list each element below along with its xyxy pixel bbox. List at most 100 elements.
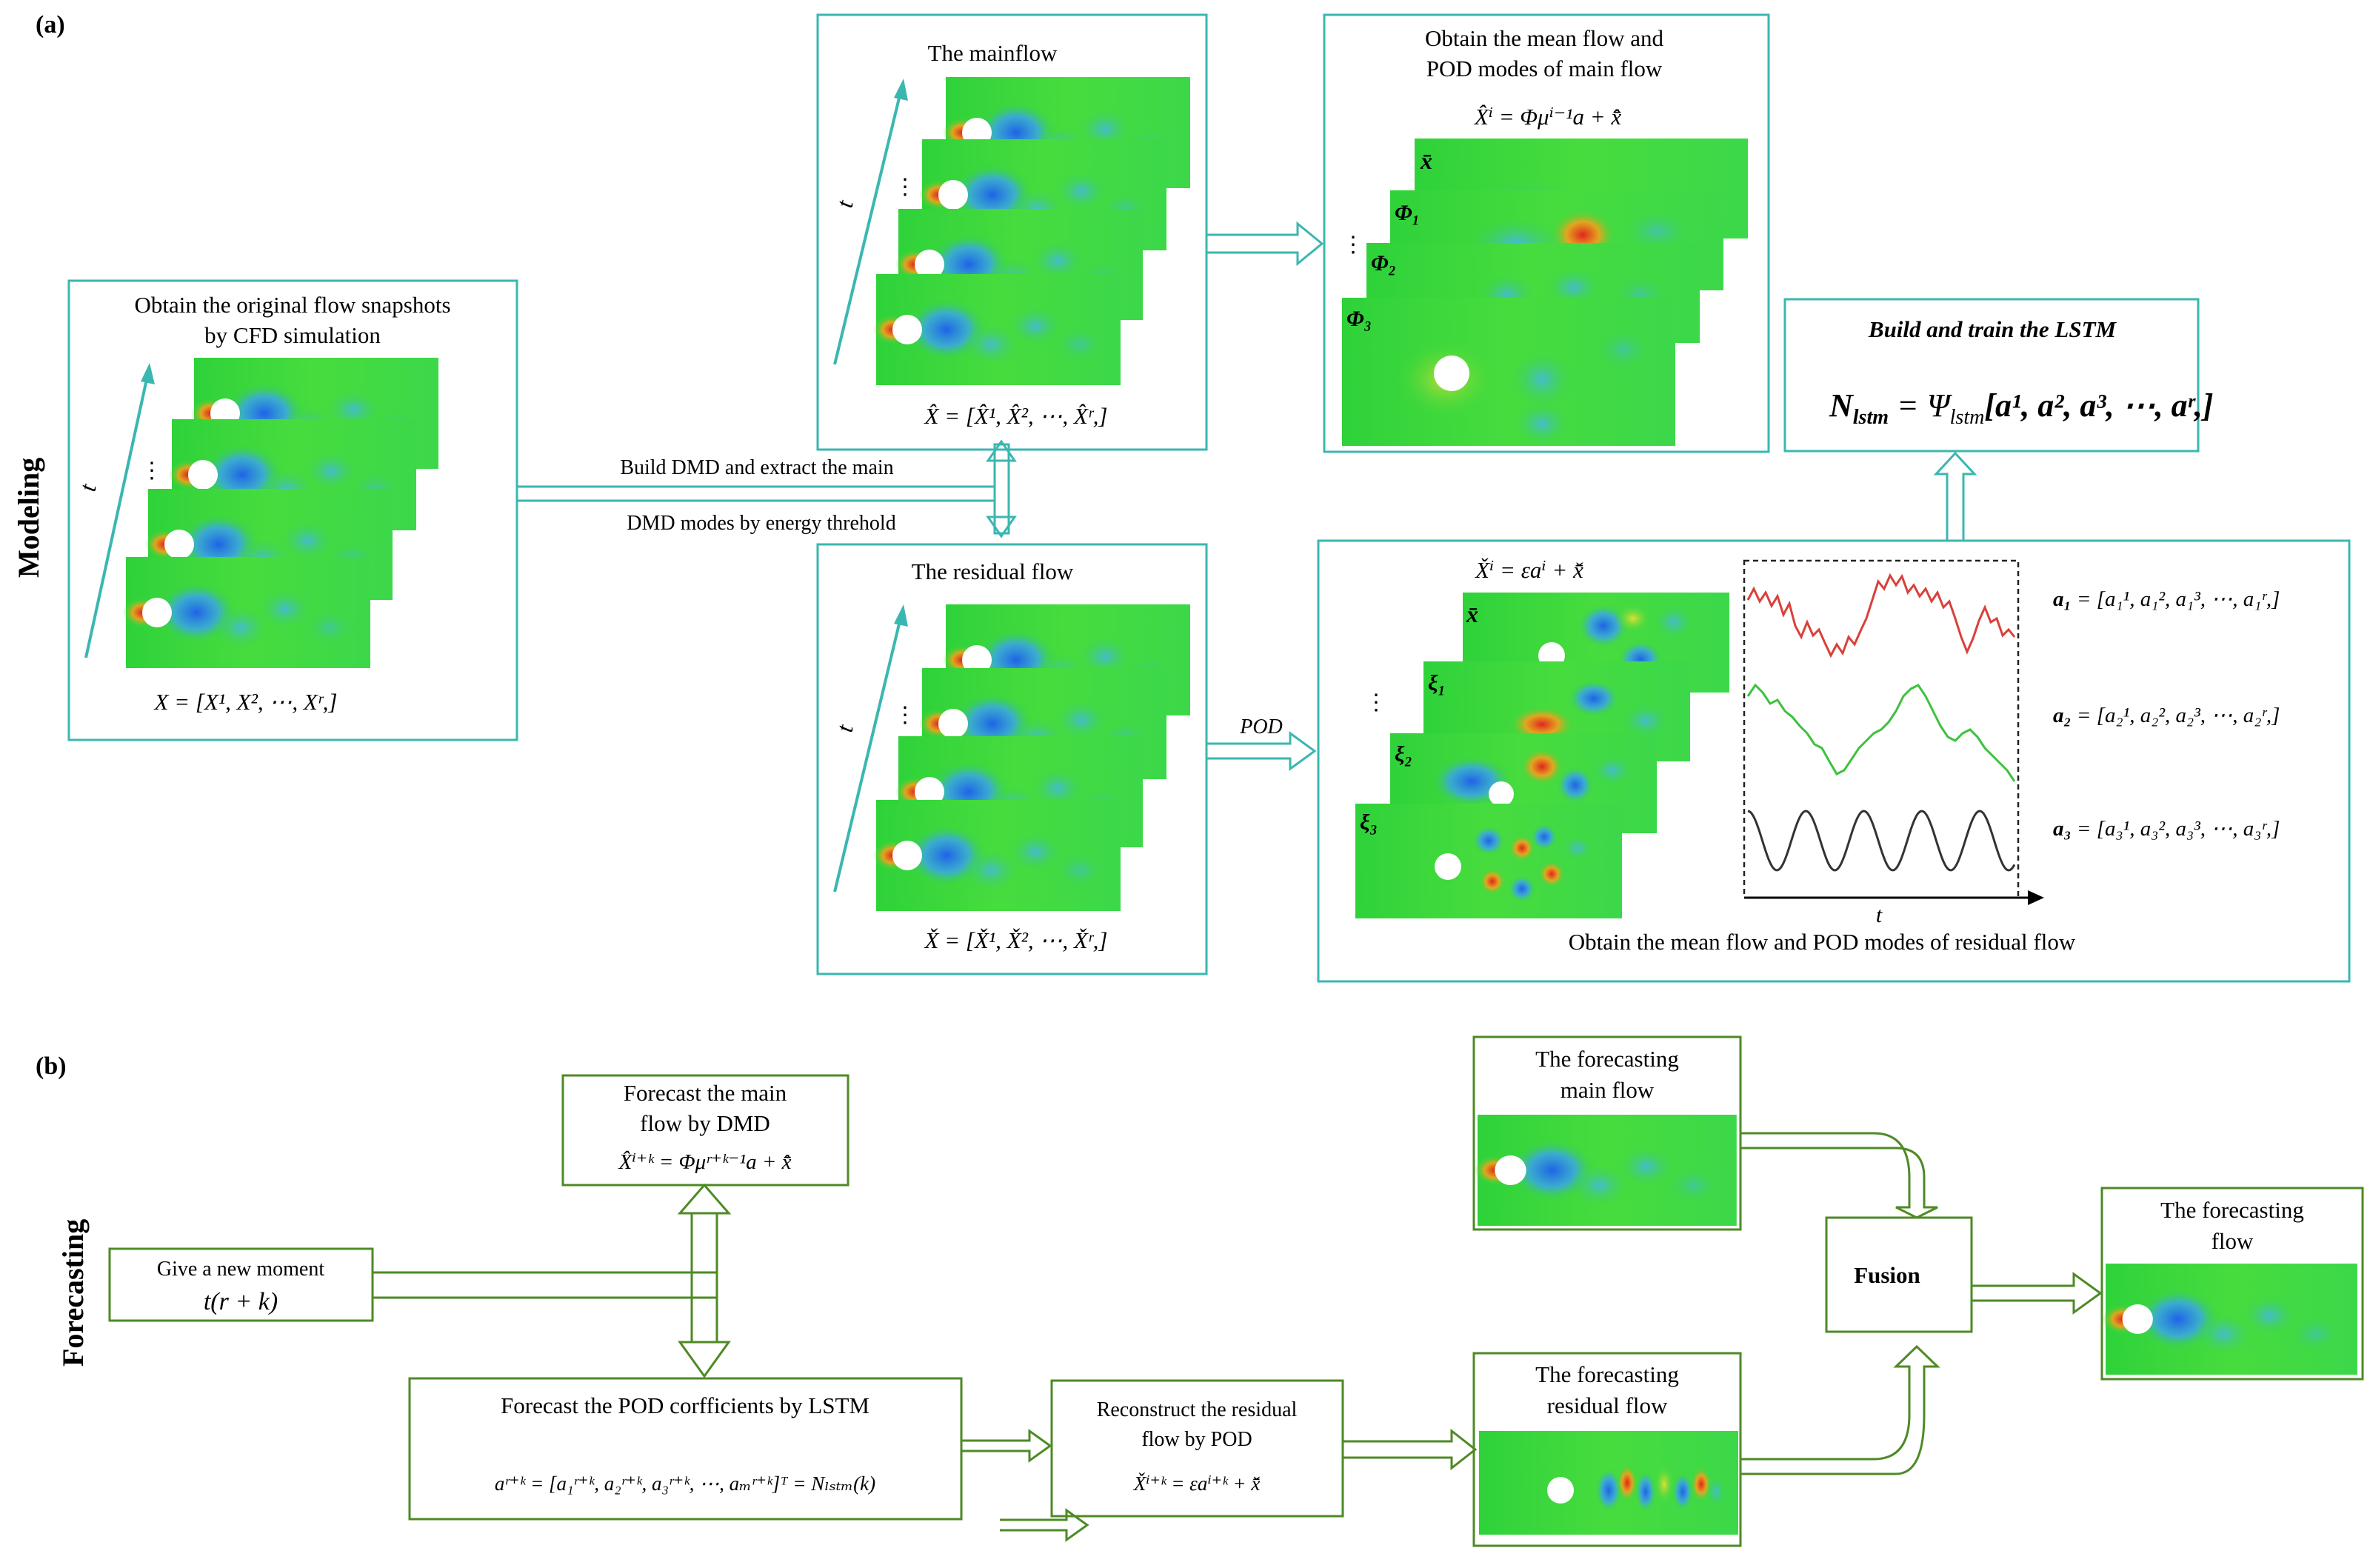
coeff-curve-a3 [1747, 810, 2016, 872]
coeff-time-arrowhead [2028, 890, 2044, 905]
residual-time-axis [833, 614, 903, 893]
residual-pod-dots: ⋮ [1365, 690, 1387, 715]
original-dots: ⋮ [141, 458, 163, 483]
main-mode-label-phi1: Φ₁ [1395, 201, 1420, 225]
residual-pod-box [1317, 539, 2351, 983]
new-moment-line1: Give a new moment [157, 1258, 324, 1281]
forecast-flow-line2: flow [2212, 1228, 2254, 1254]
pod-to-reconstruct-arrow1 [961, 1429, 1052, 1463]
forecasting-side-label: Forecasting [56, 1219, 90, 1367]
coeff-curve-a1 [1746, 573, 2016, 658]
dmd-label-line1: Build DMD and extract the main [620, 456, 893, 479]
mainflow-time-axis [833, 88, 903, 365]
original-snapshot-stack [123, 358, 438, 668]
panel-b-label: (b) [36, 1052, 67, 1080]
main-pod-box [1323, 13, 1770, 453]
forecast-residual-flow-line1: The forecasting [1535, 1361, 1679, 1387]
main-mode-label-mean: x̄ [1420, 147, 1432, 174]
fusion-label: Fusion [1854, 1262, 1920, 1288]
reconstruct-formula: X̌ⁱ⁺ᵏ = εaⁱ⁺ᵏ + x̌̄ [1133, 1472, 1261, 1495]
new-moment-connector [373, 1271, 718, 1299]
residual-mode-label-xi3: ξ₃ [1360, 810, 1378, 835]
reconstruct-to-residual-arrow [1343, 1428, 1478, 1471]
forecast-residual-flow-box [1472, 1352, 1742, 1547]
mainflow-time-arrowhead [894, 79, 908, 101]
mainflow-box [816, 13, 1208, 451]
mainflow-formula: X̂ = [X̂¹, X̂², ⋯, X̂ʳ,] [923, 403, 1107, 429]
coeff-formula-a1: a₁ = [a₁¹, a₁², a₁³, ⋯, a₁ʳ,] [2053, 587, 2280, 611]
coeff-t-label: t [1876, 903, 1883, 927]
new-moment-line2: t(r + k) [204, 1288, 278, 1315]
forecast-pod-box [408, 1377, 963, 1521]
modeling-side-label: Modeling [12, 458, 45, 578]
forecast-main-line1: Forecast the main [624, 1080, 787, 1106]
residual-time-arrowhead [894, 604, 908, 627]
mainflow-snapshot-stack [873, 77, 1190, 385]
dmd-arrow-up [986, 439, 1017, 462]
vertical-double-shaft [690, 1213, 718, 1344]
original-title-line2: by CFD simulation [204, 322, 381, 348]
lstm-title: Build and train the LSTM [1868, 316, 2117, 342]
residual-dots: ⋮ [894, 703, 916, 727]
mainflow-t-label: t [831, 197, 858, 210]
fusion-box [1825, 1216, 1973, 1333]
original-t-label: t [74, 481, 101, 493]
mainflow-dots: ⋮ [894, 175, 916, 199]
forecast-residual-flow-line2: residual flow [1547, 1392, 1668, 1418]
arrow-to-forecast-pod [678, 1341, 731, 1378]
mainflow-to-pod-arrow [1206, 221, 1324, 267]
forecast-pod-title: Forecast the POD corfficients by LSTM [501, 1392, 869, 1418]
lstm-box [1783, 298, 2200, 453]
dmd-arrow-down [986, 516, 1017, 538]
fusion-to-flow-arrow [1972, 1272, 2103, 1315]
residual-mode-label-xi1: ξ₁ [1428, 671, 1446, 695]
original-formula: X = [X¹, X², ⋯, Xʳ,] [153, 689, 337, 715]
original-time-axis [84, 372, 150, 658]
pod-to-lstm-arrow [1933, 451, 1977, 541]
coeff-curve-a2 [1746, 683, 2016, 782]
reconstruct-line1: Reconstruct the residual [1097, 1398, 1298, 1421]
original-time-arrowhead [141, 363, 155, 384]
forecast-flow-field [2102, 1264, 2357, 1375]
lstm-formula: Nlstm = Ψlstm[a¹, a², a³, ⋯, aʳ,] [1829, 387, 2213, 429]
original-snapshots-box [67, 279, 518, 741]
residual-snapshot-stack [873, 604, 1190, 911]
forecast-main-box [561, 1074, 849, 1187]
residual-title: The residual flow [912, 558, 1074, 584]
main-pod-title-line2: POD modes of main flow [1426, 56, 1663, 81]
main-pod-formula: X̂ⁱ = Φμⁱ⁻¹a + x̂̄ [1473, 104, 1622, 130]
residual-mode-label-xi2: ξ₂ [1395, 742, 1412, 767]
mainflow-title: The mainflow [928, 40, 1058, 66]
residual-formula: X̌ = [X̌¹, X̌², ⋯, X̌ʳ,] [923, 927, 1107, 953]
coeff-formula-a2: a₂ = [a₂¹, a₂², a₂³, ⋯, a₂ʳ,] [2053, 704, 2280, 727]
residual-pod-formula: X̌ⁱ = εaⁱ + x̌̄ [1474, 557, 1583, 583]
residual-t-label: t [831, 721, 858, 734]
residual-to-pod-arrow [1206, 731, 1317, 771]
main-to-fusion-arrow [1740, 1132, 1938, 1219]
main-pod-title-line1: Obtain the mean flow and [1425, 25, 1663, 51]
original-title-line1: Obtain the original flow snapshots [134, 292, 450, 318]
forecast-main-flow-line2: main flow [1560, 1077, 1655, 1103]
forecast-residual-flow-field [1479, 1431, 1738, 1535]
forecast-main-flow-field [1474, 1115, 1737, 1226]
forecast-flow-line1: The forecasting [2160, 1197, 2304, 1223]
forecast-main-flow-line1: The forecasting [1535, 1046, 1679, 1072]
dmd-label-line2: DMD modes by energy threhold [627, 512, 895, 535]
forecast-main-line2: flow by DMD [640, 1110, 770, 1136]
residual-mode-label-mean: x̄ [1466, 601, 1478, 627]
panel-a-label: (a) [36, 11, 65, 39]
main-pod-dots: ⋮ [1342, 233, 1364, 257]
residual-to-fusion-arrow [1740, 1344, 1940, 1475]
main-mode-label-phi3: Φ₃ [1346, 307, 1372, 331]
new-moment-box [108, 1247, 374, 1322]
forecast-pod-formula: aʳ⁺ᵏ = [a₁ʳ⁺ᵏ, a₂ʳ⁺ᵏ, a₃ʳ⁺ᵏ, ⋯, aₘʳ⁺ᵏ]ᵀ … [495, 1472, 875, 1495]
arrow-to-forecast-main [677, 1183, 732, 1215]
forecast-flow-box [2100, 1187, 2364, 1381]
main-pod-mode-stack [1342, 139, 1748, 446]
pod-to-reconstruct-arrow2 [1000, 1508, 1089, 1542]
pod-label: POD [1239, 715, 1283, 738]
residual-pod-caption: Obtain the mean flow and POD modes of re… [1569, 929, 2076, 955]
coeff-formula-a3: a₃ = [a₃¹, a₃², a₃³, ⋯, a₃ʳ,] [2053, 817, 2280, 841]
